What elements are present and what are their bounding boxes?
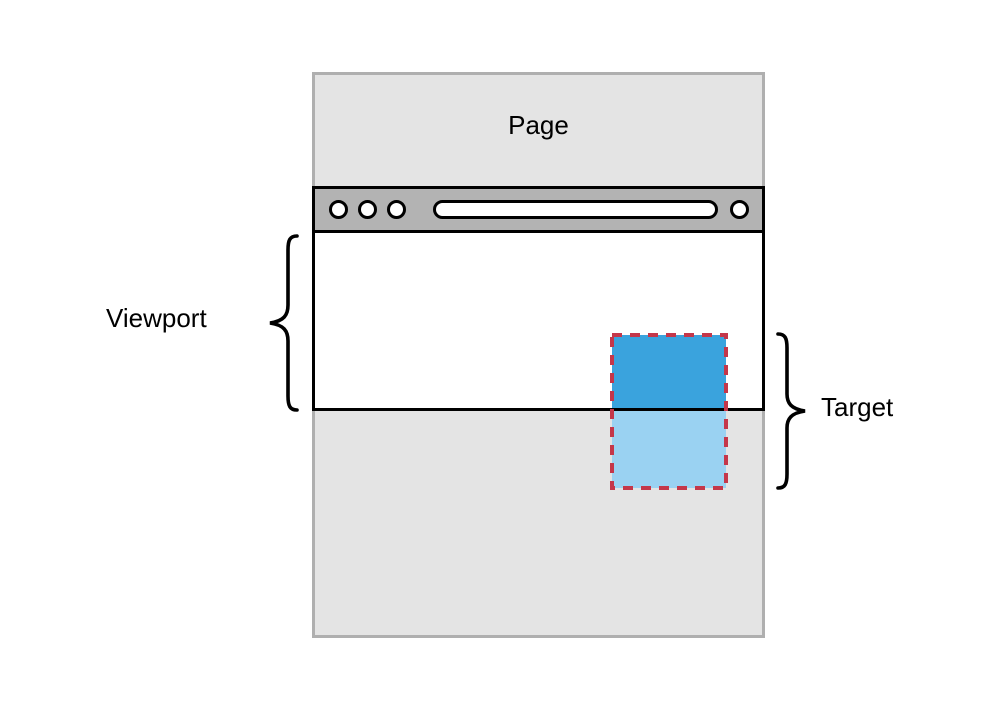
viewport-brace-icon xyxy=(269,234,299,412)
browser-button-icon xyxy=(730,200,749,219)
browser-button-icon xyxy=(329,200,348,219)
browser-button-icon xyxy=(387,200,406,219)
address-bar-icon xyxy=(433,200,718,219)
viewport-label: Viewport xyxy=(106,303,207,333)
target-hidden-part xyxy=(612,411,726,488)
target-element xyxy=(612,335,726,488)
browser-chrome-bar xyxy=(312,186,765,233)
page-label: Page xyxy=(508,110,569,140)
target-visible-part xyxy=(612,335,726,411)
target-label: Target xyxy=(821,392,894,422)
browser-button-icon xyxy=(358,200,377,219)
target-brace-icon xyxy=(776,332,806,490)
